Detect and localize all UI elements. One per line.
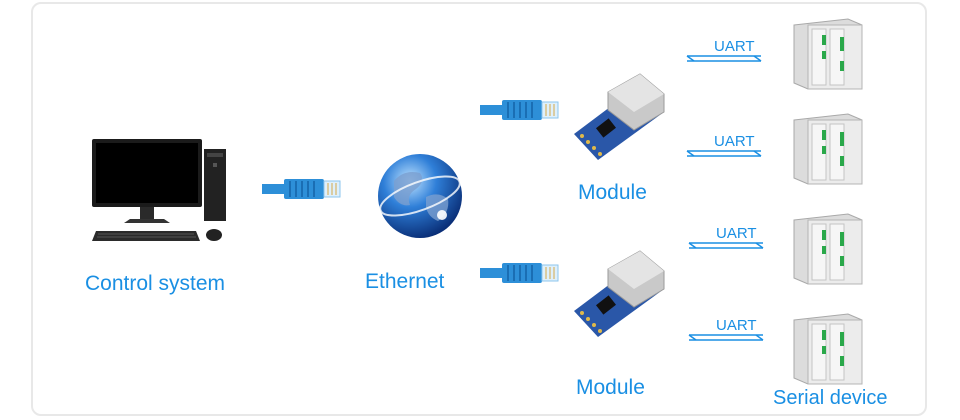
bidirectional-arrow-icon <box>688 334 764 341</box>
uart-label: UART <box>714 133 755 150</box>
ethernet-cable-icon <box>480 263 559 283</box>
serial-device-icon <box>793 213 863 285</box>
bidirectional-arrow-icon <box>686 55 762 62</box>
bidirectional-arrow-icon <box>688 242 764 249</box>
ethernet-cable-icon <box>480 100 559 120</box>
module-top-label: Module <box>578 181 647 204</box>
control-system-label: Control system <box>85 272 226 295</box>
serial-device-icon <box>793 313 863 385</box>
desktop-computer-icon <box>92 139 226 241</box>
ethernet-module-icon <box>574 250 665 337</box>
ethernet-module-icon <box>574 73 665 160</box>
uart-label: UART <box>714 38 755 55</box>
module-bottom-label: Module <box>576 376 645 399</box>
diagram-frame <box>31 2 927 416</box>
bidirectional-arrow-icon <box>686 150 762 157</box>
ethernet-label: Ethernet <box>365 270 445 293</box>
globe-icon <box>378 154 462 238</box>
serial-device-icon <box>793 113 863 185</box>
uart-label: UART <box>716 225 757 242</box>
uart-label: UART <box>716 317 757 334</box>
serial-device-label: Serial device <box>773 387 888 409</box>
serial-device-icon <box>793 18 863 90</box>
ethernet-cable-icon <box>262 179 341 199</box>
